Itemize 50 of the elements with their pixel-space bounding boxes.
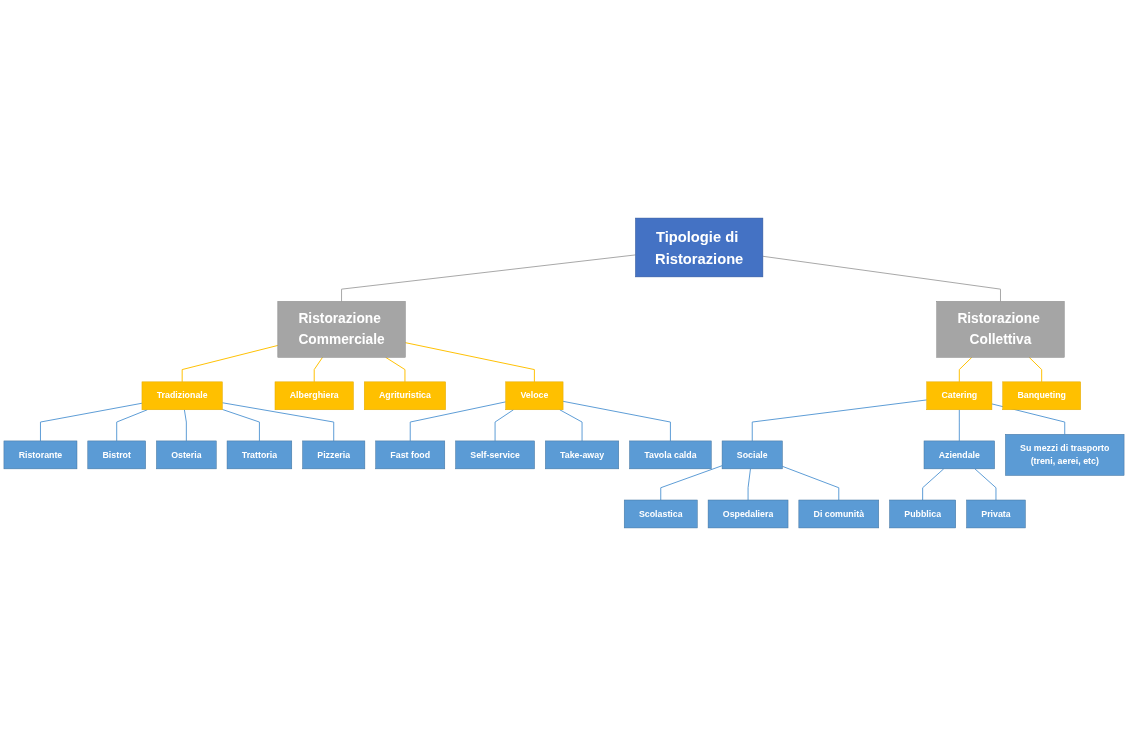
- node-box: Tavola calda: [629, 440, 712, 470]
- connector: [221, 402, 335, 442]
- connector: [991, 403, 1066, 435]
- node-box: Privata: [966, 499, 1026, 529]
- connector: [562, 400, 671, 442]
- connector: [341, 254, 636, 302]
- node-box: Banqueting: [1002, 381, 1081, 410]
- connector: [958, 409, 960, 442]
- connector: [974, 468, 997, 501]
- connector: [781, 465, 840, 501]
- node-box: Ristorazione Commerciale: [277, 301, 406, 358]
- node-box: Take-away: [545, 440, 619, 470]
- node-box: Scolastica: [623, 499, 698, 529]
- connector: [39, 402, 143, 442]
- node-box: Agrituristica: [364, 381, 446, 410]
- connector: [404, 342, 535, 383]
- node-box: Tradizionale: [141, 381, 223, 410]
- connector: [660, 465, 723, 501]
- node-box: Self-service: [455, 440, 535, 470]
- connector: [116, 409, 148, 442]
- node-box: Trattoria: [226, 440, 293, 470]
- node-box: Tipologie di Ristorazione: [635, 217, 764, 278]
- node-box: Osteria: [156, 440, 217, 470]
- connector: [313, 356, 324, 383]
- connector: [751, 399, 928, 442]
- node-box: Catering: [926, 381, 993, 410]
- node-box: Aziendale: [923, 440, 995, 470]
- node-box: Fast food: [375, 440, 446, 470]
- connector: [762, 255, 1001, 302]
- node-box: Su mezzi di trasporto (treni, aerei, etc): [1005, 434, 1125, 476]
- node-box: Pubblica: [889, 499, 956, 529]
- connector: [385, 356, 406, 383]
- connector: [181, 344, 279, 383]
- node-box: Bistrot: [87, 440, 146, 470]
- connector: [183, 409, 187, 442]
- node-box: Ristorazione Collettiva: [936, 301, 1065, 358]
- node-box: Di comunità: [798, 499, 879, 529]
- connector: [494, 409, 514, 442]
- connector: [221, 408, 260, 442]
- node-box: Veloce: [505, 381, 564, 410]
- connector: [958, 356, 973, 383]
- node-box: Ospedaliera: [707, 499, 789, 529]
- node-box: Sociale: [721, 440, 783, 470]
- connector: [922, 468, 945, 501]
- connector: [409, 401, 507, 442]
- node-box: Ristorante: [3, 440, 78, 470]
- node-box: Alberghiera: [274, 381, 354, 410]
- node-box: Pizzeria: [302, 440, 366, 470]
- connector: [1028, 356, 1043, 383]
- connector: [747, 468, 751, 501]
